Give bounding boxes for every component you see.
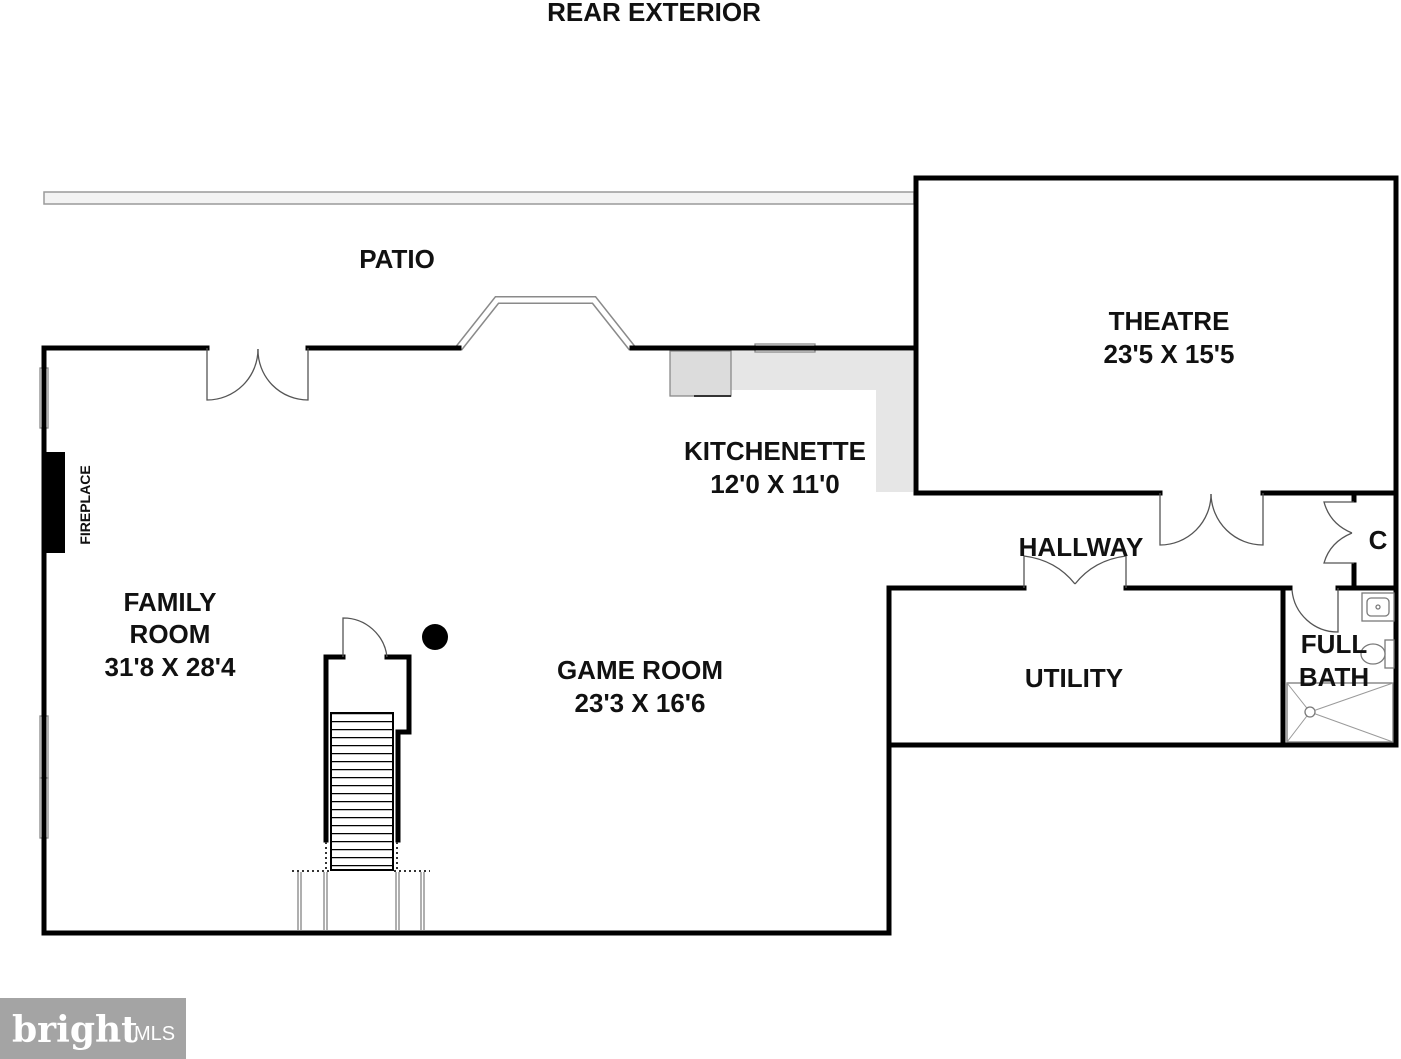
theatre-dims: 23'5 X 15'5 — [1104, 339, 1235, 369]
logo-background — [0, 998, 186, 1059]
patio-door-left — [206, 348, 259, 401]
theatre-label: THEATRE — [1109, 306, 1230, 336]
stair-treads — [330, 712, 394, 871]
counter-top — [731, 351, 913, 492]
bath-sink-drain — [1375, 604, 1381, 610]
closet-label: C — [1369, 525, 1388, 555]
hallway-label: HALLWAY — [1019, 532, 1144, 562]
labels: REAR EXTERIOR PATIO THEATRE 23'5 X 15'5 … — [77, 0, 1388, 718]
utility-door-left — [1023, 555, 1076, 588]
full-bath-label-line2: BATH — [1299, 662, 1369, 692]
bright-mls-logo: bright MLS — [0, 998, 186, 1059]
fireplace — [44, 452, 65, 553]
bath-door — [1291, 588, 1339, 633]
logo-brand: bright — [12, 1009, 138, 1051]
utility-door-right — [1074, 555, 1127, 588]
kitchenette-counter — [669, 350, 913, 492]
utility-label: UTILITY — [1025, 663, 1123, 693]
family-room-label-line2: ROOM — [130, 619, 211, 649]
staircase — [292, 617, 430, 930]
bay-window-outer — [455, 296, 636, 351]
game-room-label: GAME ROOM — [557, 655, 723, 685]
bay-window-inner — [457, 297, 634, 350]
bath-fixtures — [1286, 592, 1395, 743]
closet-door-bottom — [1323, 532, 1354, 564]
shower-drain — [1304, 706, 1316, 718]
toilet-bowl — [1360, 643, 1386, 665]
doors — [206, 348, 1354, 633]
patio-edge — [43, 191, 915, 205]
theatre-door-left — [1159, 493, 1212, 546]
game-room-dims: 23'3 X 16'6 — [575, 688, 706, 718]
full-bath-label-line1: FULL — [1301, 629, 1368, 659]
closet-door-top — [1323, 501, 1354, 534]
theatre-door-right — [1210, 493, 1264, 546]
logo-suffix: MLS — [134, 1023, 175, 1045]
family-room-label-line1: FAMILY — [124, 587, 217, 617]
support-column — [422, 624, 448, 650]
fireplace-label: FIREPLACE — [77, 465, 93, 544]
stair-door — [342, 617, 388, 658]
stair-wall-right — [384, 654, 412, 843]
kitchenette-dims: 12'0 X 11'0 — [710, 469, 839, 499]
stair-wall-left — [323, 654, 346, 843]
stair-landing-posts — [297, 872, 425, 930]
kitchenette-label: KITCHENETTE — [684, 436, 866, 466]
patio-door-right — [257, 348, 309, 401]
patio-label: PATIO — [359, 244, 435, 274]
toilet-tank — [1384, 639, 1395, 669]
walls — [41, 175, 1399, 936]
exterior-label: REAR EXTERIOR — [547, 0, 761, 27]
kitchen-sink — [669, 350, 732, 397]
family-room-dims: 31'8 X 28'4 — [105, 652, 236, 682]
